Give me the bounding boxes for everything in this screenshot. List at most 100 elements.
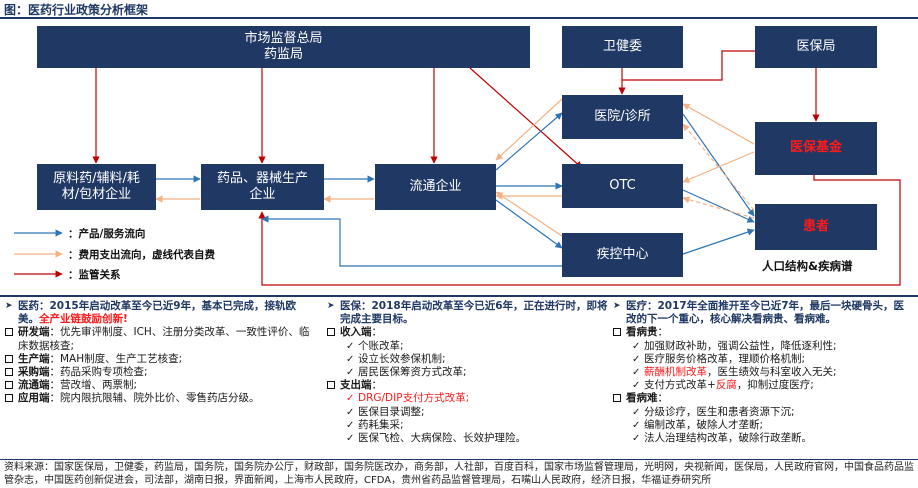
difficult-item-text: 编制改革，破除人才垄断; bbox=[644, 418, 764, 431]
difficult-item-text: 分级诊疗，医生和患者资源下沉; bbox=[644, 405, 795, 418]
row-label: 采购端 bbox=[18, 366, 50, 379]
hospital-box: 医院/诊所 bbox=[562, 95, 683, 139]
expensive-item-text: 加强财政补助，强调公益性，降低逐利性; bbox=[644, 339, 837, 352]
distribution-to-hospital bbox=[495, 112, 563, 171]
legend-product-flow: ：产品/服务流向 bbox=[68, 228, 146, 240]
checkbox-icon bbox=[5, 354, 13, 363]
income-item: ✓个账改革; bbox=[326, 340, 608, 353]
check-icon: ✓ bbox=[632, 380, 641, 392]
cdc-to-patient bbox=[682, 228, 755, 255]
check-icon: ✓ bbox=[346, 340, 355, 352]
checkbox-icon bbox=[613, 394, 621, 403]
patients-box: 患者 bbox=[755, 204, 877, 250]
cdc-pay-distribution bbox=[495, 191, 563, 237]
distribution-box: 流通企业 bbox=[375, 164, 496, 210]
expensive-colon: ： bbox=[657, 326, 669, 339]
medical-section: ➤ 医疗：2017年全面推开至今已近7年，最后一块硬骨头，医改的下一个重心，核心解… bbox=[612, 300, 914, 445]
medical-head-text: 医疗：2017年全面推开至今已近7年，最后一块硬骨头，医改的下一个重心，核心解决… bbox=[626, 300, 905, 326]
difficult-item: ✓法人治理结构改革，破除行政垄断。 bbox=[612, 432, 914, 445]
income-colon: ： bbox=[371, 326, 383, 339]
distribution-to-cdc bbox=[495, 199, 563, 249]
check-icon: ✓ bbox=[632, 433, 641, 445]
fund-pay-hospital bbox=[682, 103, 755, 145]
check-icon: ✓ bbox=[632, 353, 641, 365]
difficult-item-text: 法人治理结构改革，破除行政垄断。 bbox=[644, 432, 812, 445]
expensive-label: 看病贵 bbox=[626, 326, 658, 339]
patient-selfpay-otc bbox=[682, 196, 755, 219]
patient-selfpay-hospital bbox=[682, 123, 755, 211]
insurance-fund-box: 医保基金 bbox=[755, 122, 877, 175]
expensive-item-text: 医疗服务价格改革，理顺价格机制; bbox=[644, 352, 806, 365]
row-text: ：营改增、两票制; bbox=[49, 379, 138, 392]
pharma-section: ➤医药：2015年启动改革至今已近9年，基本已完成，接轨欧美。全产业链鼓励创新!… bbox=[4, 300, 316, 406]
legend-regulation: ：监管关系 bbox=[68, 269, 121, 281]
regulator-box: 市场监督总局 药监局 bbox=[37, 26, 530, 68]
difficult-item: ✓分级诊疗，医生和患者资源下沉; bbox=[612, 406, 914, 419]
expensive-row: 看病贵： bbox=[612, 326, 914, 339]
check-icon: ✓ bbox=[346, 367, 355, 379]
expense-item-text: 医保目录调整; bbox=[358, 405, 425, 418]
checkbox-icon bbox=[5, 368, 13, 377]
income-item: ✓设立长效参保机制; bbox=[326, 353, 608, 366]
pharma-row: 流通端：营改增、两票制; bbox=[4, 379, 316, 392]
difficult-row: 看病难： bbox=[612, 392, 914, 405]
pharma-highlight: 全产业链鼓励创新! bbox=[39, 313, 128, 326]
check-icon: ✓ bbox=[632, 367, 641, 379]
row-text: ：药品采购专项检查; bbox=[49, 366, 148, 379]
manufacturers-box: 药品、器械生产 企业 bbox=[201, 164, 324, 210]
expensive-item-red: 反腐 bbox=[715, 379, 737, 392]
expensive-item: ✓支付方式改革+反腐，抑制过度医疗; bbox=[612, 379, 914, 392]
pharma-head-text: 医药：2015年启动改革至今已近9年，基本已完成，接轨欧美。 bbox=[18, 300, 297, 326]
population-label: 人口结构&疾病谱 bbox=[762, 259, 853, 273]
section-divider-top bbox=[0, 295, 918, 297]
difficult-label: 看病难 bbox=[626, 392, 658, 405]
row-label: 应用端 bbox=[18, 392, 50, 405]
expensive-item: ✓加强财政补助，强调公益性，降低逐利性; bbox=[612, 340, 914, 353]
bullet-icon: ➤ bbox=[613, 301, 621, 311]
row-label: 研发端 bbox=[18, 326, 50, 339]
source-note: 资料来源：国家医保局，卫健委，药监局，国务院，国务院办公厅，财政部，国务院医改办… bbox=[4, 462, 914, 486]
expense-item: ✓医保飞检、大病保险、长效护理险。 bbox=[326, 432, 608, 445]
section-divider-bottom bbox=[0, 459, 918, 460]
insurance-heading: ➤医保：2018年启动改革至今已近6年，正在进行时，即将完成主要目标。 bbox=[326, 300, 608, 326]
expensive-item-red: 薪酬机制改革 bbox=[644, 366, 707, 379]
check-icon: ✓ bbox=[346, 433, 355, 445]
hospital-pay-distribution bbox=[495, 98, 563, 161]
check-icon: ✓ bbox=[346, 393, 355, 405]
figure-title-bar: 图：医药行业政策分析框架 bbox=[0, 0, 918, 19]
income-item-text: 设立长效参保机制; bbox=[358, 352, 446, 365]
income-row: 收入端： bbox=[326, 326, 608, 339]
row-text: ：院内限抗限辅、院外比价、零售药店分级。 bbox=[49, 392, 260, 405]
checkbox-icon bbox=[5, 381, 13, 390]
flow-connectors bbox=[14, 50, 901, 286]
expensive-item-text: 支付方式改革+ bbox=[644, 379, 716, 392]
income-item-text: 居民医保筹资方式改革; bbox=[358, 366, 467, 379]
expensive-item: ✓薪酬机制改革，医生绩效与科室收入无关; bbox=[612, 366, 914, 379]
pharma-heading: ➤医药：2015年启动改革至今已近9年，基本已完成，接轨欧美。全产业链鼓励创新! bbox=[4, 300, 316, 326]
check-icon: ✓ bbox=[632, 419, 641, 431]
difficult-item: ✓编制改革，破除人才垄断; bbox=[612, 419, 914, 432]
medical-insurance-bureau-box: 医保局 bbox=[755, 26, 877, 68]
row-label: 流通端 bbox=[18, 379, 50, 392]
expensive-item: ✓医疗服务价格改革，理顺价格机制; bbox=[612, 353, 914, 366]
figure-title: 图：医药行业政策分析框架 bbox=[4, 3, 149, 17]
checkbox-icon bbox=[5, 394, 13, 403]
insurance-head-text: 医保：2018年启动改革至今已近6年，正在进行时，即将完成主要目标。 bbox=[340, 300, 608, 326]
row-text: ：MAH制度、生产工艺核查; bbox=[49, 352, 183, 365]
health-commission-box: 卫健委 bbox=[562, 26, 683, 68]
checkbox-icon bbox=[613, 328, 621, 337]
income-item-text: 个账改革; bbox=[358, 339, 404, 352]
expense-item-text: 药耗集采; bbox=[358, 418, 404, 431]
income-item: ✓居民医保筹资方式改革; bbox=[326, 366, 608, 379]
row-label: 生产端 bbox=[18, 352, 50, 365]
check-icon: ✓ bbox=[632, 406, 641, 418]
check-icon: ✓ bbox=[346, 353, 355, 365]
row-text: ：优先审评制度、ICH、注册分类改革、一致性评价、临床数据核查; bbox=[18, 326, 310, 352]
checkbox-icon bbox=[327, 381, 335, 390]
product-flow-arrows bbox=[156, 112, 755, 267]
expense-label: 支出端 bbox=[340, 379, 372, 392]
checkbox-icon bbox=[327, 328, 335, 337]
pharma-row: 应用端：院内限抗限辅、院外比价、零售药店分级。 bbox=[4, 392, 316, 405]
income-label: 收入端 bbox=[340, 326, 372, 339]
insurance-section: ➤医保：2018年启动改革至今已近6年，正在进行时，即将完成主要目标。 收入端：… bbox=[326, 300, 608, 445]
